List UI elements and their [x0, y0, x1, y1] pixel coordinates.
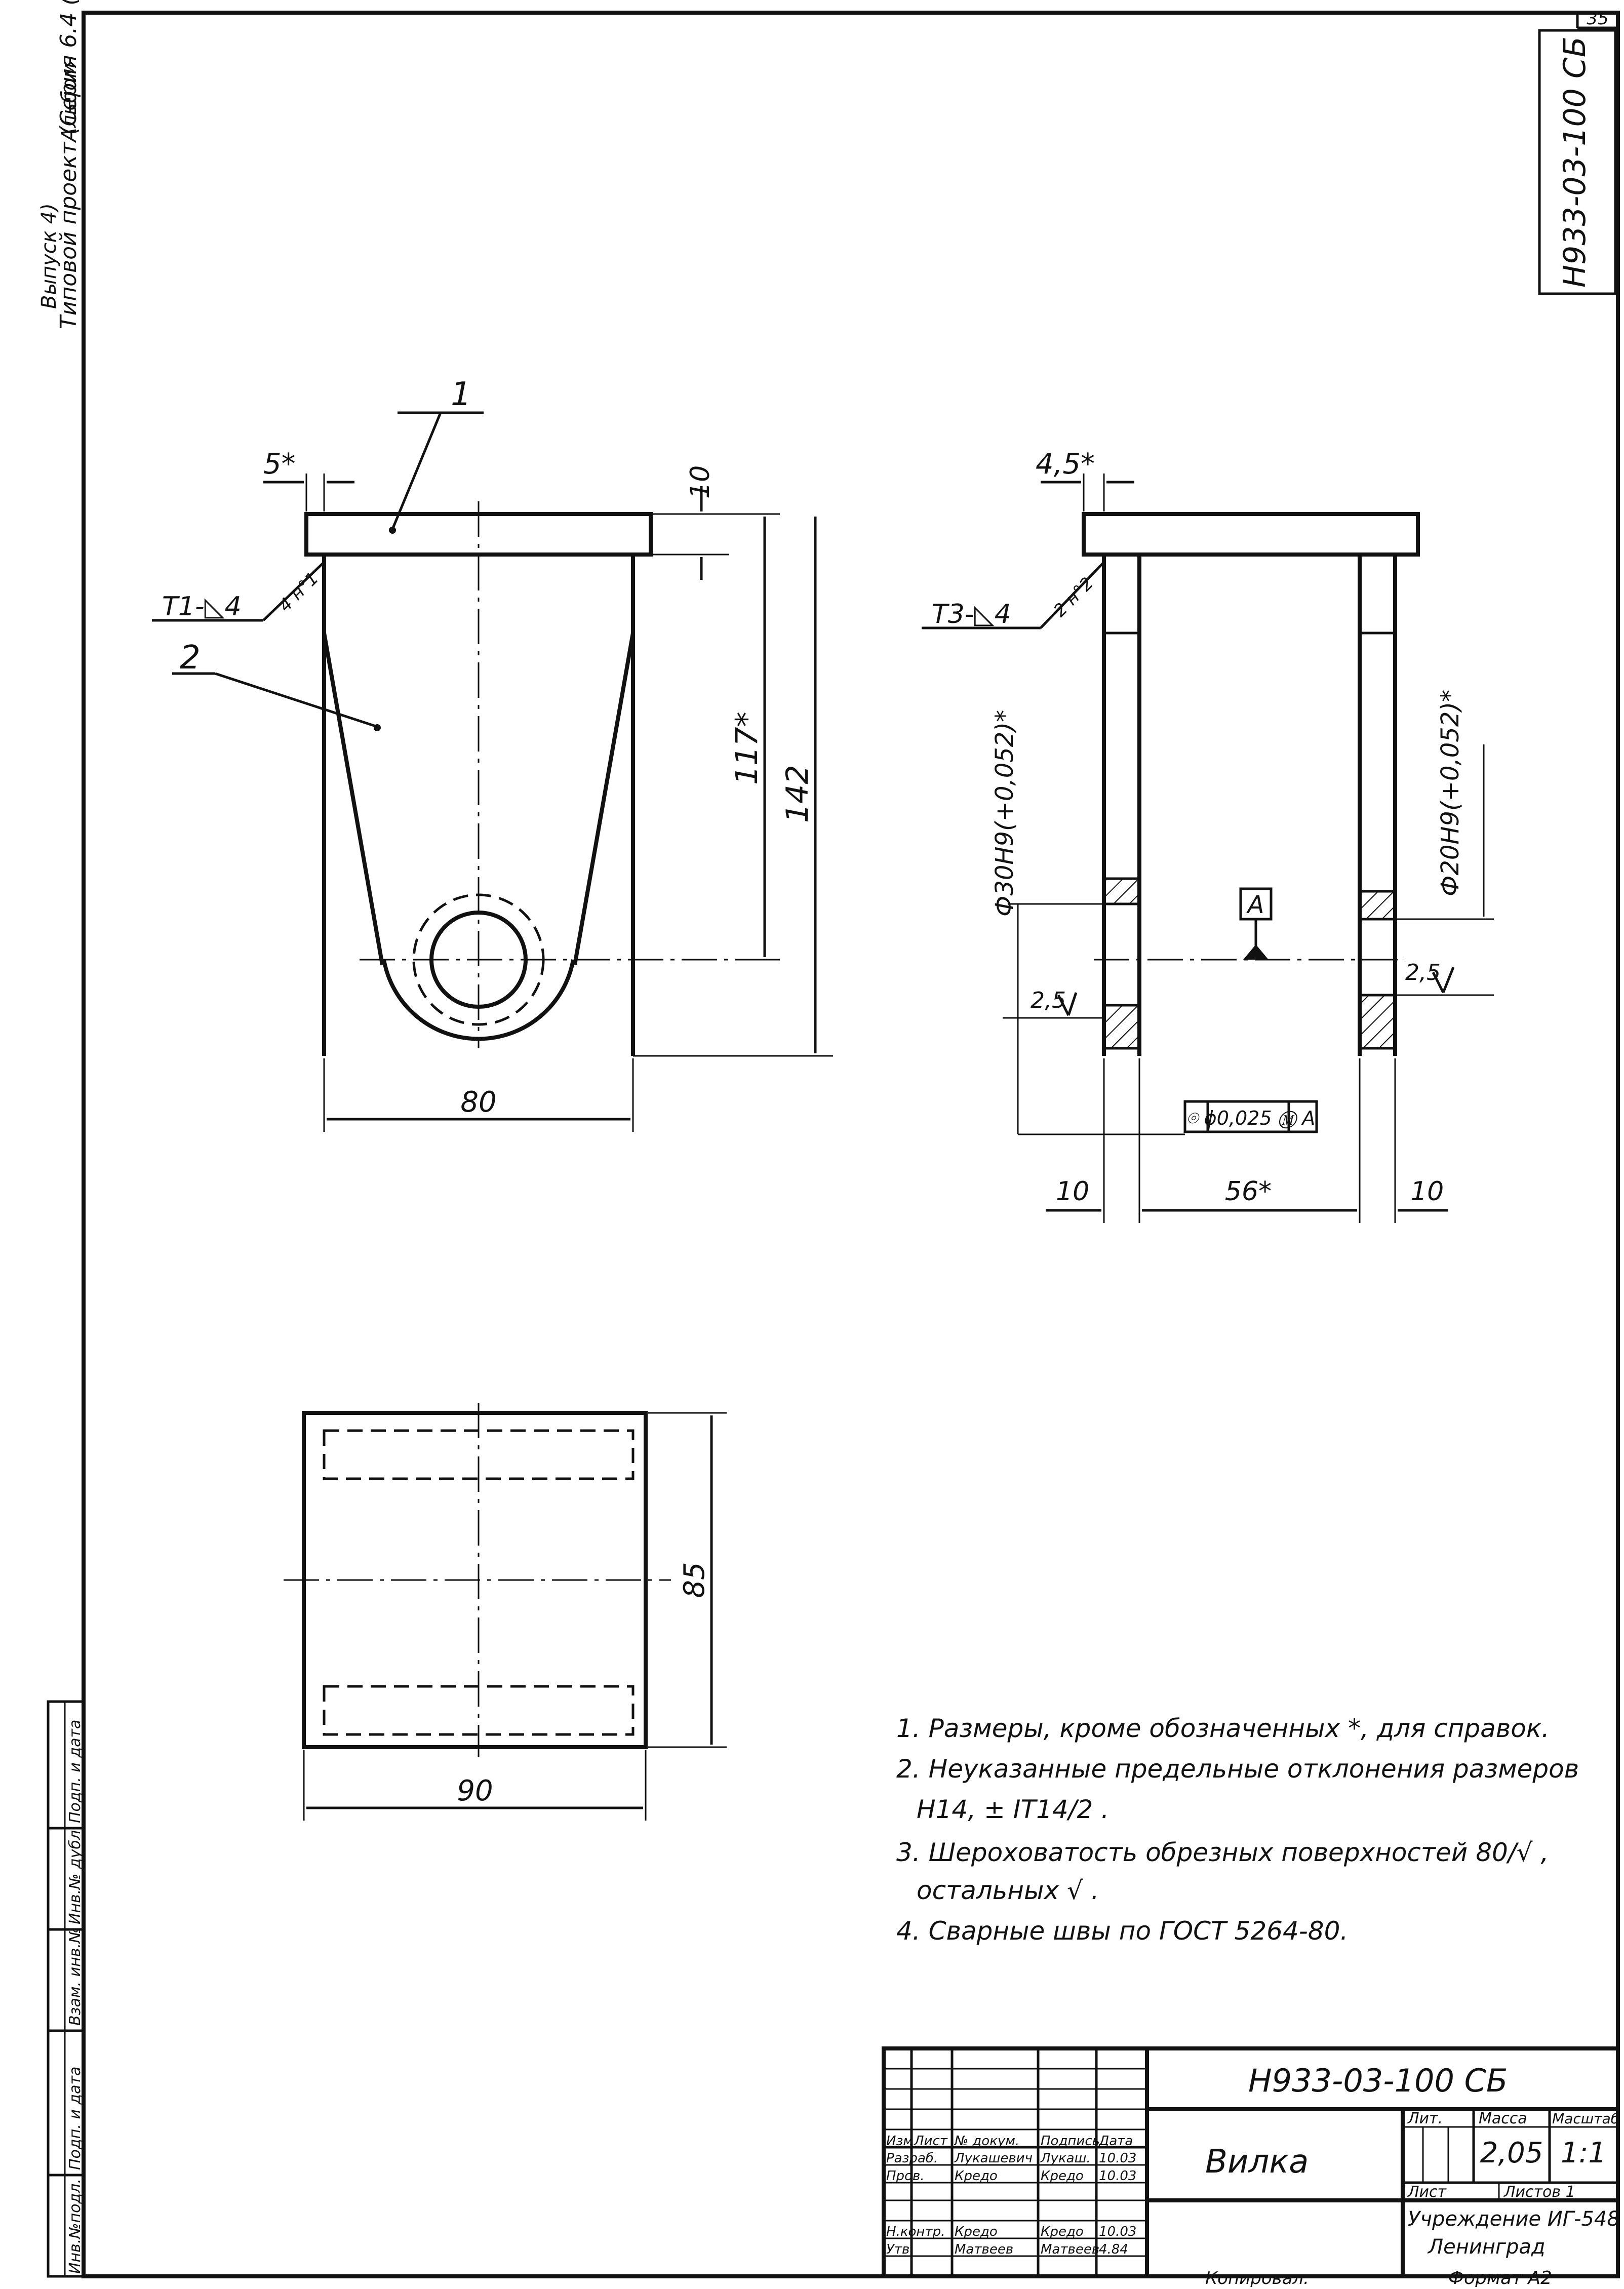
leader-1: 1 — [451, 376, 471, 413]
side-rough-right: 2,5 — [1405, 960, 1441, 985]
tb-h-date: Дата — [1098, 2134, 1133, 2149]
tb-r4-date: 4.84 — [1099, 2242, 1128, 2257]
strip-col-5: Подп. и дата — [66, 1720, 84, 1823]
strip-col-4: Инв.№ дубл. — [66, 1825, 84, 1924]
technical-notes: 1. Размеры, кроме обозначенных *, для сп… — [896, 1714, 1579, 1946]
leader-2: 2 — [180, 639, 201, 677]
front-dim-height: 142 — [780, 765, 815, 823]
copied-by: Копировал: — [1205, 2268, 1310, 2287]
tb-part-name: Вилка — [1205, 2143, 1309, 2181]
note-4: 4. Сварные швы по ГОСТ 5264-80. — [896, 1916, 1348, 1946]
footer: Копировал: Формат А2 — [1205, 2268, 1552, 2288]
code-box — [1538, 29, 1617, 295]
tb-r3-role: Н.контр. — [886, 2224, 945, 2239]
tb-h-doc: № докум. — [954, 2134, 1019, 2149]
tb-r3-name: Кредо — [955, 2224, 998, 2239]
note-3b: остальных √ . — [917, 1876, 1099, 1905]
plan-view: 85 90 — [284, 1403, 727, 1821]
tb-r1-name: Лукашевич — [954, 2151, 1033, 2166]
plan-dim-height: 85 — [678, 1562, 711, 1598]
tb-r4-sig: Матвеев — [1041, 2242, 1099, 2257]
sheet-format: Формат А2 — [1448, 2268, 1552, 2287]
tb-r2-date: 10.03 — [1099, 2168, 1136, 2184]
side-weld-note: Т3-◺4 — [932, 599, 1011, 629]
note-1: 1. Размеры, кроме обозначенных *, для сп… — [896, 1714, 1550, 1743]
tb-r1-date: 10.03 — [1099, 2151, 1136, 2166]
tb-r2-role: Пров. — [886, 2168, 925, 2184]
front-dim-plate: 10 — [685, 465, 716, 499]
tb-r3-date: 10.03 — [1099, 2224, 1136, 2239]
strip-col-1: Инв.№подл. — [66, 2179, 84, 2274]
title-block: Н933-03-100 СБ Вилка Изм Лист № докум. П… — [882, 2046, 1620, 2278]
tb-r4-role: Утв. — [886, 2242, 914, 2257]
note-3: 3. Шероховатость обрезных поверхностей 8… — [896, 1838, 1549, 1867]
tolerance-frame — [1183, 1100, 1318, 1133]
front-dim-offset: 5* — [263, 448, 296, 481]
side-stamp-line1: Типовой проект (Серия 6.4 (6.2 — [56, 0, 82, 329]
tb-r2-sig: Кредо — [1041, 2168, 1084, 2184]
side-dim-mid: 56* — [1225, 1176, 1272, 1207]
tb-h-mass: Масса — [1479, 2110, 1527, 2127]
front-view: 1 2 Т1-◺4 4 н°1 5* 10 117* 142 80 — [152, 376, 833, 1132]
tb-r2-name: Кредо — [955, 2168, 998, 2184]
tb-h-list: Лист — [914, 2134, 948, 2149]
note-2b: Н14, ± IT14/2 . — [917, 1795, 1109, 1824]
tb-mass: 2,05 — [1480, 2137, 1543, 2169]
side-view: Т3-◺4 2 н°2 4,5* Ф30H9(+0,052)* Ф20H9(+0… — [922, 448, 1494, 1223]
side-plate — [1082, 512, 1420, 557]
sheet-number: 35 — [1587, 9, 1608, 29]
tb-r1-sig: Лукаш. — [1040, 2151, 1091, 2166]
tb-sheet: Лист — [1407, 2183, 1447, 2201]
tb-sheets: Листов 1 — [1503, 2183, 1575, 2201]
sheet-frame: 35 Н933-03-100 СБ Типовой проект (Серия … — [37, 0, 1620, 2278]
side-stamp-line2: Выпуск 4) — [37, 203, 61, 309]
tb-org-2: Ленинград — [1427, 2235, 1546, 2259]
tb-h-izm: Изм — [886, 2134, 913, 2149]
tb-h-lit: Лит. — [1407, 2110, 1443, 2127]
side-stamp-album: Альбом — [58, 63, 81, 143]
tb-r3-sig: Кредо — [1041, 2224, 1084, 2239]
side-dim-left: 10 — [1056, 1176, 1089, 1207]
front-weld-extra: 4 н°1 — [275, 568, 323, 616]
note-2: 2. Неуказанные предельные отклонения раз… — [896, 1754, 1579, 1784]
tb-r4-name: Матвеев — [955, 2242, 1013, 2257]
side-dim-offset: 4,5* — [1036, 448, 1095, 481]
tb-r1-role: Разраб. — [886, 2151, 938, 2166]
front-weld-note: Т1-◺4 — [162, 591, 242, 622]
tb-scale: 1:1 — [1561, 2137, 1606, 2169]
front-dim-hole: 117* — [729, 712, 765, 785]
tb-h-scale: Масштаб — [1552, 2110, 1619, 2127]
tolerance-text: ⌾ ϕ0,025 Ⓜ A — [1186, 1107, 1315, 1129]
plan-dim-width: 90 — [457, 1774, 493, 1807]
side-dia-right: Ф20H9(+0,052)* — [1436, 690, 1464, 896]
strip-col-2: Подп. и дата — [66, 2067, 84, 2170]
side-weld-extra: 2 н°2 — [1050, 573, 1097, 621]
side-dim-right: 10 — [1410, 1176, 1444, 1207]
code-box-text: Н933-03-100 СБ — [1557, 36, 1593, 288]
side-dia-left: Ф30H9(+0,052)* — [991, 710, 1019, 917]
tb-doc-code: Н933-03-100 СБ — [1248, 2062, 1508, 2099]
datum-label: А — [1246, 891, 1264, 919]
left-approval-strip: Инв.№подл. Подп. и дата Взам. инв.№ Инв.… — [47, 1700, 85, 2278]
front-dim-width: 80 — [460, 1086, 496, 1119]
tb-h-sign: Подпись — [1041, 2134, 1100, 2149]
tb-org-1: Учреждение ИГ-548 — [1408, 2207, 1620, 2231]
strip-col-3: Взам. инв.№ — [66, 1927, 84, 2026]
